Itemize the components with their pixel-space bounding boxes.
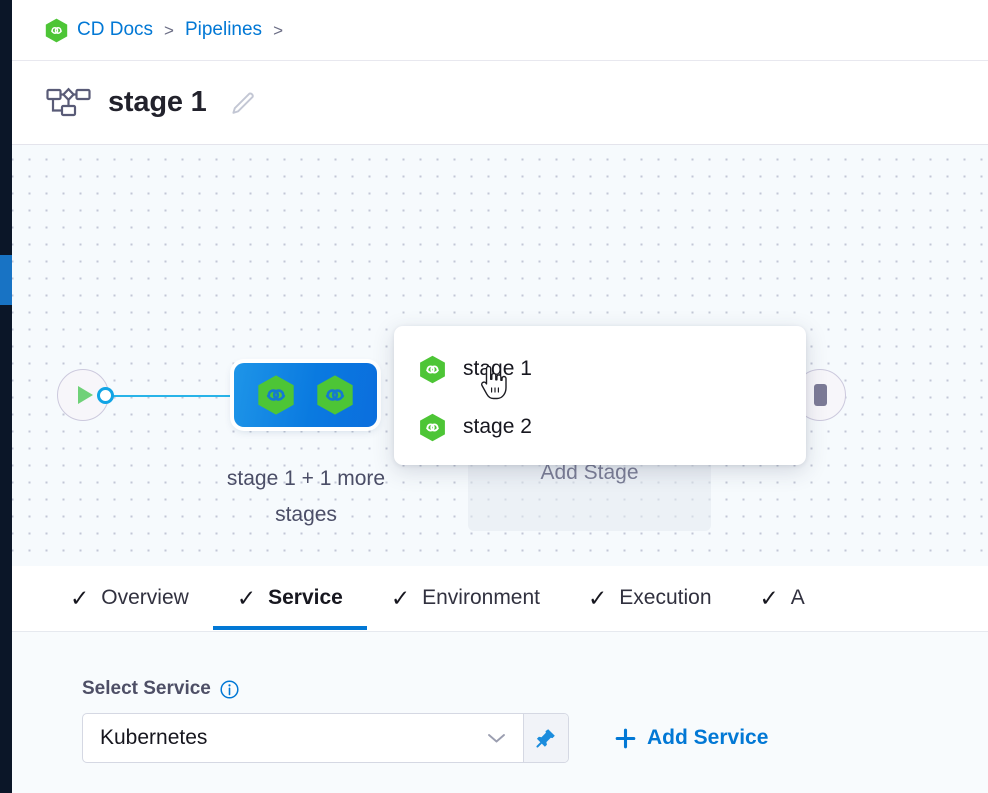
info-circle-icon[interactable] xyxy=(220,679,239,699)
popup-item-stage-1[interactable]: stage 1 xyxy=(394,340,806,398)
tab-label: Execution xyxy=(619,586,712,609)
breadcrumb-link-pipelines[interactable]: Pipelines xyxy=(184,19,263,40)
breadcrumb: CD Docs > Pipelines > xyxy=(45,18,285,43)
harness-hexagon-icon xyxy=(419,413,446,442)
tab-overview[interactable]: ✓ Overview xyxy=(46,566,213,630)
add-service-label: Add Service xyxy=(647,726,769,749)
pipeline-edge xyxy=(112,394,252,397)
breadcrumb-bar: CD Docs > Pipelines > xyxy=(12,0,988,61)
page-header: stage 1 xyxy=(12,61,988,145)
stage-list-popup[interactable]: stage 1 stage 2 xyxy=(394,326,806,465)
select-service-label-row: Select Service xyxy=(82,678,988,700)
play-triangle-icon xyxy=(77,386,93,404)
pin-service-button[interactable] xyxy=(523,714,568,762)
popup-item-stage-2[interactable]: stage 2 xyxy=(394,398,806,456)
check-icon: ✓ xyxy=(390,584,411,611)
popup-item-label: stage 1 xyxy=(463,357,532,380)
tab-label: A xyxy=(790,586,805,609)
tab-service[interactable]: ✓ Service xyxy=(212,566,367,630)
plus-icon xyxy=(614,727,637,750)
pipeline-flow-icon xyxy=(46,86,91,119)
harness-hexagon-icon-stage-2 xyxy=(316,374,354,416)
harness-hexagon-icon-stage-1 xyxy=(257,374,295,416)
pin-icon xyxy=(536,729,555,748)
start-connector-dot[interactable] xyxy=(97,387,114,404)
tab-execution[interactable]: ✓ Execution xyxy=(564,566,736,630)
check-icon: ✓ xyxy=(236,584,257,611)
page-title: stage 1 xyxy=(108,86,207,118)
service-form-panel: Select Service Kubernetes xyxy=(12,632,988,793)
stop-square-icon xyxy=(813,384,827,406)
tab-environment[interactable]: ✓ Environment xyxy=(367,566,564,630)
select-service-control: Kubernetes xyxy=(82,713,569,763)
check-icon: ✓ xyxy=(588,584,608,611)
chevron-right-icon: > xyxy=(164,20,174,40)
select-service-value: Kubernetes xyxy=(100,726,208,749)
add-stage-label[interactable]: Add Stage xyxy=(540,461,639,484)
stage-group-node[interactable] xyxy=(234,363,377,427)
harness-hexagon-icon xyxy=(45,18,68,43)
service-selection-row: Kubernetes xyxy=(82,713,988,763)
chevron-right-icon-2: > xyxy=(273,20,283,40)
left-nav-rail xyxy=(0,0,12,793)
select-service-label: Select Service xyxy=(82,678,211,699)
pencil-edit-icon[interactable] xyxy=(229,90,255,116)
tab-label: Environment xyxy=(422,586,540,609)
tab-label: Overview xyxy=(101,586,189,609)
breadcrumb-link-cd-docs[interactable]: CD Docs xyxy=(77,19,154,40)
popup-item-label: stage 2 xyxy=(463,415,532,438)
select-service-dropdown[interactable]: Kubernetes xyxy=(83,714,523,762)
tab-label: Service xyxy=(268,586,343,609)
stage-config-tabs: ✓ Overview ✓ Service ✓ Environment ✓ Exe… xyxy=(12,566,988,632)
check-icon: ✓ xyxy=(70,584,90,611)
chevron-down-icon[interactable] xyxy=(486,731,507,745)
tab-advanced[interactable]: ✓ A xyxy=(736,566,829,630)
stage-group-node-label: stage 1 + 1 more stages xyxy=(226,467,386,526)
check-icon: ✓ xyxy=(759,584,779,611)
add-service-button[interactable]: Add Service xyxy=(614,726,768,750)
left-nav-active-indicator xyxy=(0,255,12,305)
harness-hexagon-icon xyxy=(419,355,446,384)
